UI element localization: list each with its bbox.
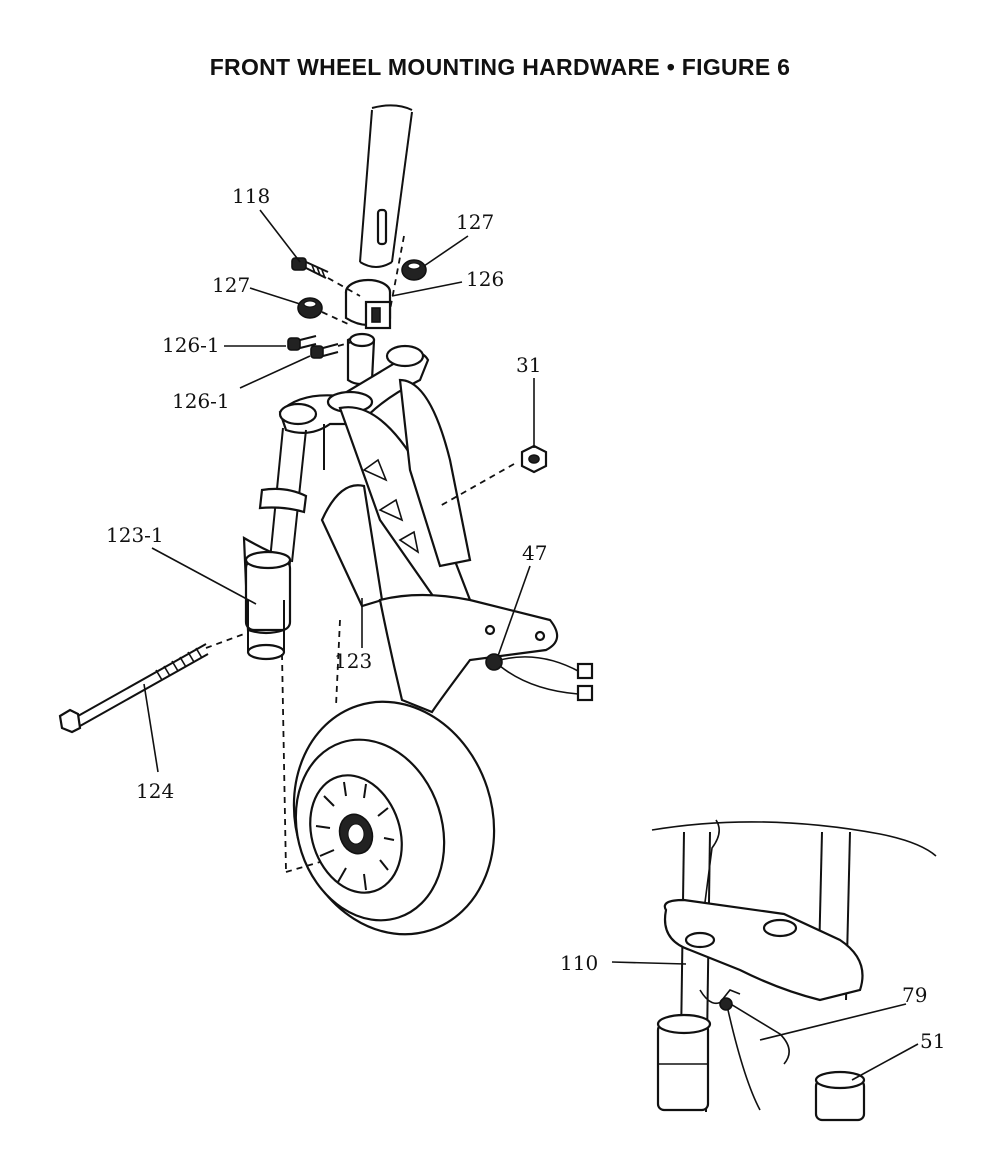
wheel-slots — [315, 781, 395, 891]
leader-lines — [143, 209, 535, 773]
inset-leader-lines — [611, 961, 919, 1081]
callout-123-1: 123-1 — [106, 523, 164, 547]
callout-79: 79 — [902, 983, 927, 1007]
clamp-126 — [344, 278, 392, 330]
callout-124: 124 — [136, 779, 174, 803]
callout-127-top: 127 — [456, 210, 494, 234]
fork-leg-left — [242, 427, 308, 661]
fork-center-arm — [320, 378, 559, 714]
front-wheel — [292, 700, 496, 936]
callout-127-left: 127 — [212, 273, 250, 297]
callout-31: 31 — [516, 353, 541, 377]
spacer-127-left — [297, 297, 323, 319]
callout-118: 118 — [232, 184, 270, 208]
callout-51: 51 — [920, 1029, 945, 1053]
steering-column — [359, 104, 413, 268]
axle-bolt-124 — [58, 643, 209, 734]
callout-110: 110 — [560, 951, 598, 975]
callout-47: 47 — [522, 541, 547, 565]
callout-123: 123 — [334, 649, 372, 673]
spacer-127-right — [401, 259, 427, 281]
assembly-lines — [205, 235, 515, 873]
bolts-126-1 — [287, 335, 339, 359]
callout-126-1-upper: 126-1 — [162, 333, 220, 357]
bolt-118 — [291, 257, 329, 279]
callout-126: 126 — [466, 267, 504, 291]
sensor-47 — [485, 653, 594, 702]
inset-detail-view — [651, 819, 937, 1122]
nut-31 — [520, 444, 548, 474]
callout-126-1-lower: 126-1 — [172, 389, 230, 413]
figure-title: FRONT WHEEL MOUNTING HARDWARE • FIGURE 6 — [209, 54, 791, 80]
fork-crown — [278, 332, 430, 435]
